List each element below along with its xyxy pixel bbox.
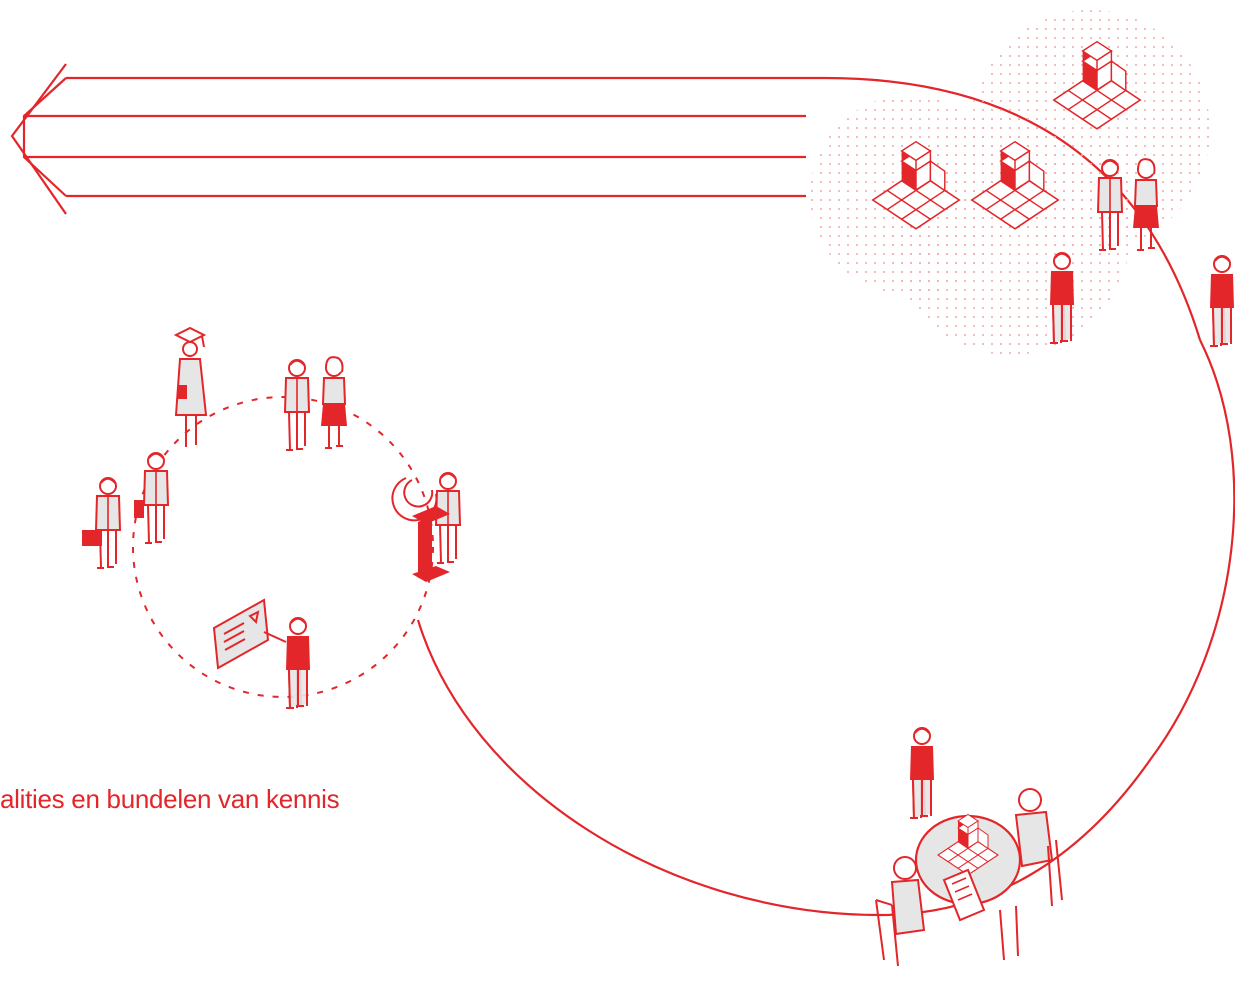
person-icon: [320, 356, 348, 449]
podium-speaker-icon: [391, 472, 461, 582]
document-icon: [942, 868, 986, 922]
cycle-loop: [416, 339, 1235, 917]
presentation-board-icon: [212, 598, 311, 709]
meeting-table-icon: [875, 727, 1063, 967]
caption-text: alities en bundelen van kennis: [0, 784, 340, 814]
graduate-person-icon: [173, 326, 208, 447]
person-icon: [1209, 255, 1235, 347]
person-icon: [284, 359, 310, 451]
briefcase-person-icon: [82, 452, 169, 569]
person-icon: [909, 727, 935, 819]
community-circle: [132, 396, 434, 698]
